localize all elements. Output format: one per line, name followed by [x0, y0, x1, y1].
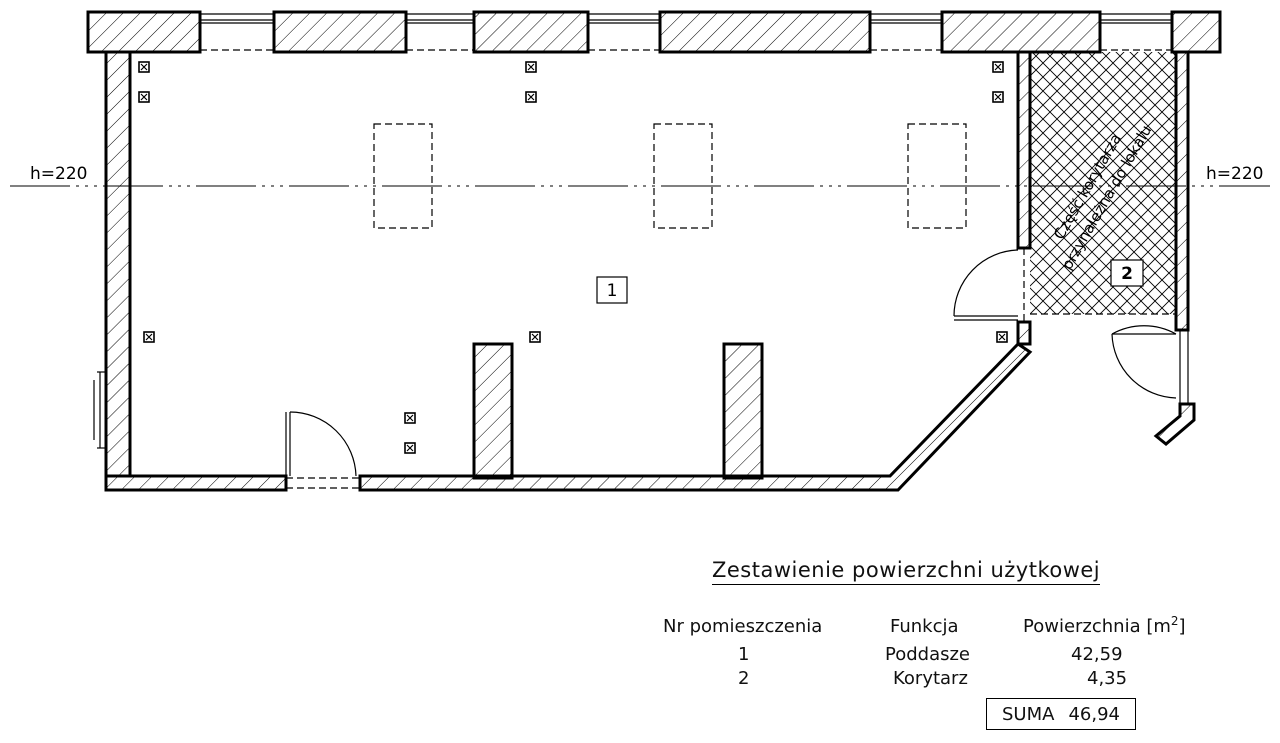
vent-symbols: [138, 61, 1008, 454]
pillar: [722, 342, 764, 480]
sum-value: 46,94: [1068, 703, 1120, 725]
corridor-area: [1030, 52, 1176, 315]
header-funkcja: Funkcja: [890, 616, 959, 637]
room-2-label: 2: [1110, 259, 1144, 287]
level-label-right: h=220: [1206, 164, 1263, 184]
header-unit-sup: 2: [1170, 614, 1179, 628]
row-2-nr: 2: [738, 668, 750, 689]
bottom-wall: [104, 342, 1033, 492]
row-2-area: 4,35: [1087, 668, 1128, 689]
svg-text:1: 1: [607, 281, 618, 301]
row-1-funkcja: Poddasze: [885, 644, 971, 665]
row-2-funkcja: Korytarz: [893, 668, 968, 689]
level-line: h=220 h=220: [10, 164, 1270, 187]
left-wall: [93, 50, 132, 478]
skylights: [373, 123, 967, 229]
sum-label: SUMA: [1002, 703, 1055, 725]
header-unit-close: ]: [1178, 616, 1186, 637]
summary-title: Zestawienie powierzchni użytkowej: [712, 558, 1101, 585]
header-nr: Nr pomieszczenia: [663, 616, 823, 637]
header-powierzchnia: Powierzchnia [m2]: [1023, 614, 1186, 637]
room-1-label: 1: [596, 276, 628, 304]
row-1-nr: 1: [738, 644, 750, 665]
row-1-area: 42,59: [1071, 644, 1123, 665]
sum-box: SUMA 46,94: [986, 698, 1136, 730]
pillar: [472, 342, 514, 480]
svg-text:2: 2: [1121, 264, 1133, 284]
top-wall: [86, 10, 1222, 54]
windows: [200, 13, 1172, 51]
entrance-door: [285, 411, 357, 477]
right-wall: [1111, 50, 1196, 446]
header-area-text: Powierzchnia [m: [1023, 616, 1171, 637]
level-label-left: h=220: [30, 164, 87, 184]
floor-plan: h=220 h=220 1 2 Część korytarza przynale…: [10, 10, 1270, 492]
